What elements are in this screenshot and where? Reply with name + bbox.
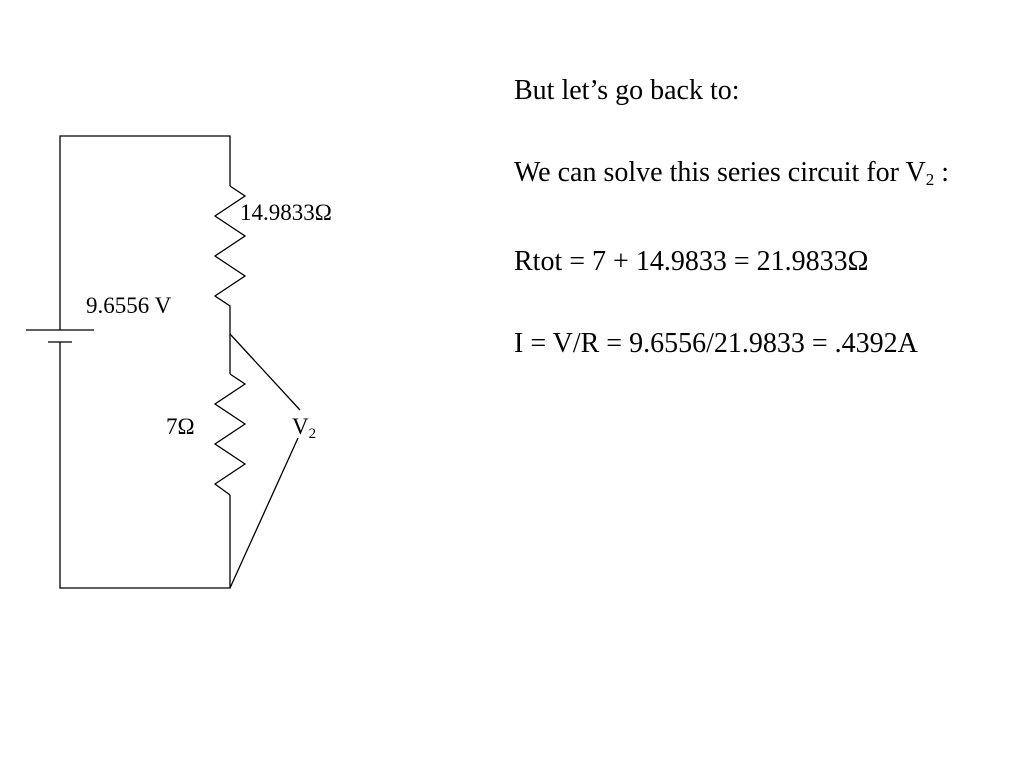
rtot-equation: Rtot = 7 + 14.9833 = 21.9833Ω: [514, 246, 869, 277]
explanation-text: But let’s go back to: We can solve this …: [514, 70, 984, 364]
source-voltage-label: 9.6556 V: [86, 293, 172, 318]
resistor-top-label: 14.9833Ω: [240, 200, 332, 225]
probe-v2-label: V2: [292, 415, 316, 442]
wire-left-lower: [59, 342, 231, 589]
intro-part2: :: [934, 157, 949, 188]
intro-variable: V: [905, 157, 926, 188]
probe-v2-main: V: [292, 414, 309, 439]
probe-line-top: [229, 333, 301, 411]
probe-line-bottom: [229, 437, 299, 589]
intro-subscript: 2: [925, 170, 935, 189]
resistor-bottom: [213, 373, 247, 496]
intro-line: We can solve this series circuit for V2 …: [514, 152, 984, 200]
intro-part1: We can solve this series circuit for: [514, 157, 906, 188]
heading: But let’s go back to:: [514, 75, 740, 106]
current-equation: I = V/R = 9.6556/21.9833 = .4392A: [514, 328, 918, 359]
wire-left: [59, 135, 231, 330]
probe-v2-subscript: 2: [308, 426, 317, 442]
resistor-bottom-label: 7Ω: [166, 414, 195, 439]
resistor-top: [213, 185, 247, 334]
